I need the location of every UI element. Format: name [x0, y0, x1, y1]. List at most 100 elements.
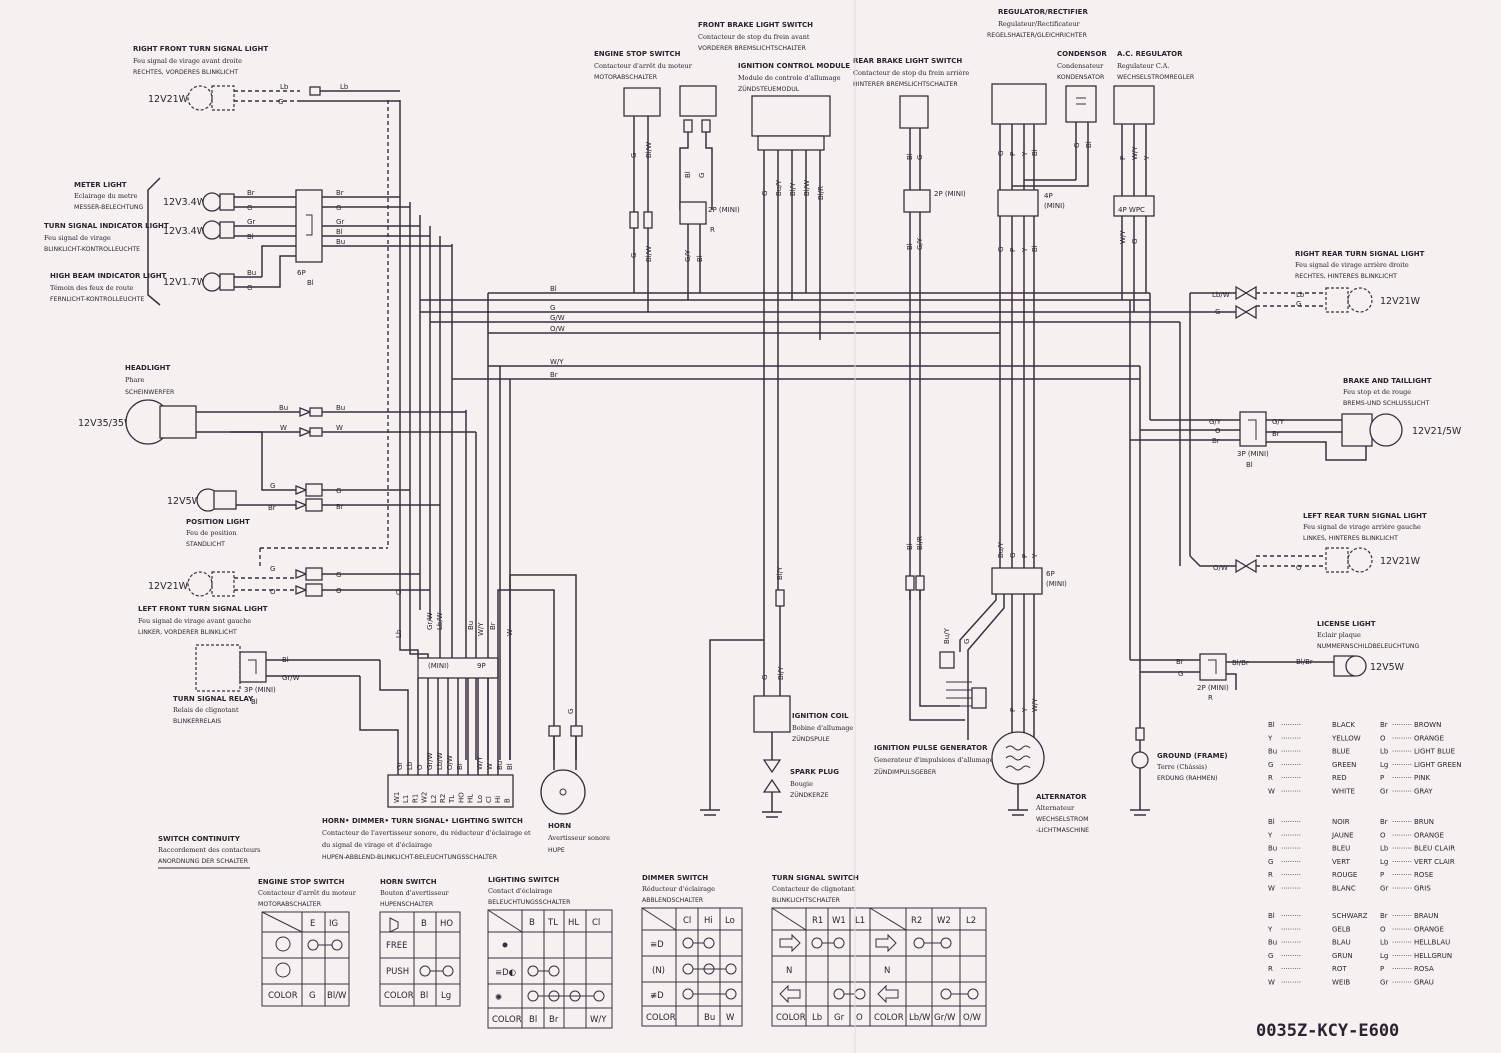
- svg-text:Gr: Gr: [834, 1013, 845, 1023]
- svg-text:B: B: [529, 918, 535, 928]
- svg-text:Relais de clignotant: Relais de clignotant: [173, 706, 239, 714]
- svg-text:Hi: Hi: [704, 916, 713, 926]
- svg-text:Bu: Bu: [336, 404, 345, 412]
- svg-text:P: P: [1009, 248, 1017, 252]
- legend-code: P: [1380, 774, 1384, 782]
- svg-text:O/W: O/W: [446, 755, 454, 770]
- svg-text:LINKER, VORDERER BLINKLICHT: LINKER, VORDERER BLINKLICHT: [138, 629, 237, 636]
- svg-text:G/Y: G/Y: [1209, 418, 1222, 426]
- engine-stop-off-icon: [275, 936, 291, 952]
- svg-text:MOTORABSCHALTER: MOTORABSCHALTER: [594, 74, 658, 81]
- svg-text:LINKES, HINTERES BLINKLICHT: LINKES, HINTERES BLINKLICHT: [1303, 535, 1398, 542]
- legend-leader: ·········: [1392, 831, 1412, 839]
- legend-leader: ·········: [1392, 734, 1412, 742]
- svg-text:ZÜNDSPULE: ZÜNDSPULE: [792, 734, 830, 743]
- svg-text:12V5W: 12V5W: [167, 496, 202, 507]
- svg-text:Bl/W: Bl/W: [645, 246, 653, 262]
- legend-color-name: BLACK: [1332, 721, 1355, 729]
- terminal-label: L2: [430, 795, 438, 803]
- svg-text:G: G: [997, 247, 1005, 252]
- svg-text:Y: Y: [1143, 155, 1151, 161]
- svg-text:Bl/Br: Bl/Br: [1296, 658, 1313, 666]
- low-beam-icon: ≢D: [650, 991, 664, 1001]
- svg-text:G: G: [630, 153, 638, 158]
- legend-leader: ·········: [1281, 965, 1301, 973]
- main-bus-lines: [420, 292, 1200, 380]
- legend-code: Y: [1267, 925, 1273, 933]
- svg-text:W/Y: W/Y: [1131, 146, 1139, 160]
- svg-text:Feu de position: Feu de position: [186, 529, 237, 537]
- legend-leader: ·········: [1392, 761, 1412, 769]
- legend-leader: ·········: [1281, 885, 1301, 893]
- legend-leader: ·········: [1392, 885, 1412, 893]
- wire-label: Br: [550, 371, 558, 379]
- legend-code: Lg: [1380, 858, 1388, 866]
- svg-text:12V21W: 12V21W: [148, 581, 189, 592]
- svg-text:Br: Br: [1272, 430, 1280, 438]
- legend-color-name: RED: [1332, 774, 1347, 782]
- svg-text:Eclairage du metre: Eclairage du metre: [74, 192, 138, 200]
- svg-text:O: O: [1296, 564, 1302, 572]
- legend-leader: ·········: [1281, 748, 1301, 756]
- svg-text:Bu: Bu: [247, 269, 256, 277]
- svg-text:(MINI): (MINI): [1044, 202, 1065, 210]
- svg-text:Bl: Bl: [336, 228, 343, 236]
- svg-text:G: G: [1073, 143, 1081, 148]
- svg-text:BLINKLICHTSCHALTER: BLINKLICHTSCHALTER: [772, 897, 841, 904]
- svg-text:COLOR: COLOR: [874, 1013, 904, 1023]
- svg-text:Lb/W: Lb/W: [1212, 291, 1230, 299]
- ac-regulator: A.C. REGULATOR Regulateur C.A. WECHSELST…: [1113, 50, 1195, 312]
- svg-text:Br: Br: [247, 189, 255, 197]
- engine-stop-run-icon: [275, 962, 291, 978]
- svg-text:W/Y: W/Y: [476, 756, 484, 770]
- svg-text:METER LIGHT: METER LIGHT: [74, 181, 127, 189]
- legend-leader: ·········: [1281, 871, 1301, 879]
- svg-text:4P WPC: 4P WPC: [1118, 206, 1145, 214]
- svg-text:Bu: Bu: [496, 761, 504, 770]
- legend-leader: ·········: [1281, 912, 1301, 920]
- svg-text:ERDUNG (RAHMEN): ERDUNG (RAHMEN): [1157, 775, 1218, 782]
- left-arrow-icon: [877, 984, 899, 1004]
- svg-text:CONDENSOR: CONDENSOR: [1057, 50, 1107, 58]
- svg-text:E: E: [310, 919, 315, 929]
- svg-text:Feu signal de virage avant gau: Feu signal de virage avant gauche: [138, 617, 251, 625]
- legend-color-name: BRAUN: [1414, 912, 1439, 920]
- legend-color-name: PINK: [1414, 774, 1431, 782]
- legend-leader: ·········: [1392, 979, 1412, 987]
- svg-text:Y: Y: [1021, 247, 1029, 253]
- svg-text:ABBLENDSCHALTER: ABBLENDSCHALTER: [642, 897, 704, 904]
- lr-turn-signal: LEFT REAR TURN SIGNAL LIGHT Feu signal d…: [1189, 512, 1427, 574]
- svg-text:REGULATOR/RECTIFIER: REGULATOR/RECTIFIER: [998, 8, 1088, 16]
- svg-text:LIGHTING SWITCH: LIGHTING SWITCH: [488, 876, 559, 884]
- svg-text:FREE: FREE: [386, 941, 408, 951]
- legend-code: O: [1380, 734, 1386, 742]
- wire-label: O/W: [550, 325, 565, 333]
- legend-leader: ·········: [1392, 818, 1412, 826]
- svg-text:P: P: [1021, 554, 1029, 558]
- wire-label: G: [550, 304, 555, 312]
- legend-leader: ·········: [1281, 721, 1301, 729]
- svg-text:HO: HO: [440, 919, 453, 929]
- svg-text:G: G: [336, 204, 341, 212]
- svg-text:WECHSELSTROMREGLER: WECHSELSTROMREGLER: [1117, 74, 1195, 81]
- svg-text:Module de controle d'allumage: Module de controle d'allumage: [738, 74, 841, 82]
- svg-text:W1: W1: [832, 916, 846, 926]
- svg-text:12V21W: 12V21W: [148, 94, 189, 105]
- legend-color-name: WEIB: [1332, 979, 1350, 987]
- svg-text:G: G: [761, 675, 769, 680]
- svg-text:2P (MINI): 2P (MINI): [708, 206, 740, 214]
- legend-color-name: HELLGRUN: [1414, 952, 1452, 960]
- svg-text:HL: HL: [568, 918, 579, 928]
- wire-label: Bl: [550, 285, 557, 293]
- alternator: 6P (MINI) Bu/Y G P Y P Y W/Y ALTERNATOR …: [959, 541, 1089, 834]
- legend-code: Lb: [1380, 939, 1389, 947]
- headlight: HEADLIGHT Phare SCHEINWERFER 12V35/35W B…: [78, 364, 476, 491]
- legend-color-name: NOIR: [1332, 818, 1350, 826]
- svg-text:(MINI): (MINI): [1046, 580, 1067, 588]
- svg-text:KONDENSATOR: KONDENSATOR: [1057, 74, 1105, 81]
- svg-text:Br: Br: [336, 503, 344, 511]
- svg-text:Bl: Bl: [282, 656, 289, 664]
- svg-text:SPARK PLUG: SPARK PLUG: [790, 768, 839, 776]
